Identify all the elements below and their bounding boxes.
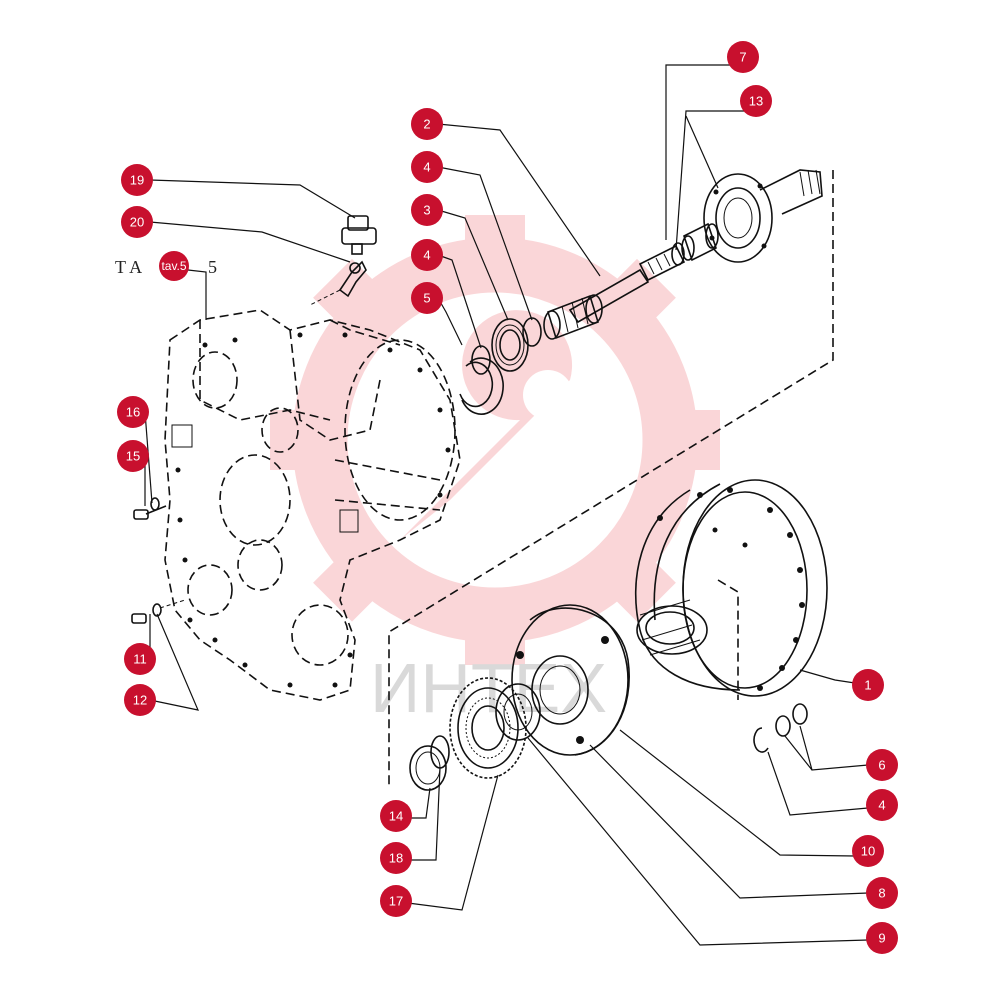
callout-18[interactable]: 18 xyxy=(380,842,412,874)
callout-5[interactable]: 5 xyxy=(411,282,443,314)
callout-11-label: 11 xyxy=(133,652,147,667)
assembly-dashed-line xyxy=(388,170,834,785)
callout-8-label: 8 xyxy=(878,886,885,901)
callout-4-lower-label: 4 xyxy=(878,798,885,813)
callout-16[interactable]: 16 xyxy=(117,396,149,428)
ring-small-a xyxy=(753,727,769,753)
callout-15-label: 15 xyxy=(126,449,140,464)
ref-tag-label: tav.5 xyxy=(161,259,186,273)
callout-5-label: 5 xyxy=(423,291,430,306)
callout-13-label: 13 xyxy=(749,94,763,109)
callout-19-label: 19 xyxy=(130,173,144,188)
callout-4-middle-label: 4 xyxy=(423,248,430,263)
callout-3[interactable]: 3 xyxy=(411,194,443,226)
callout-6-label: 6 xyxy=(878,758,885,773)
callout-11[interactable]: 11 xyxy=(124,643,156,675)
callout-8[interactable]: 8 xyxy=(866,877,898,909)
circlip xyxy=(459,357,504,415)
callout-12-label: 12 xyxy=(133,693,147,708)
callout-20[interactable]: 20 xyxy=(121,206,153,238)
transmission-housing xyxy=(164,309,461,701)
callout-9[interactable]: 9 xyxy=(866,922,898,954)
ring-small-c xyxy=(792,703,808,725)
callout-17-label: 17 xyxy=(389,894,403,909)
callout-14[interactable]: 14 xyxy=(380,800,412,832)
callout-9-label: 9 xyxy=(878,931,885,946)
callout-4-upper-label: 4 xyxy=(423,160,430,175)
callout-20-label: 20 xyxy=(130,215,144,230)
callout-13[interactable]: 13 xyxy=(740,85,772,117)
callout-17[interactable]: 17 xyxy=(380,885,412,917)
stray-label-five: 5 xyxy=(208,257,217,277)
watermark-gear-logo xyxy=(270,215,720,665)
callout-1-label: 1 xyxy=(864,678,871,693)
spacer-ring xyxy=(671,242,685,266)
sleeve xyxy=(681,222,719,262)
callout-7[interactable]: 7 xyxy=(727,41,759,73)
callout-2-label: 2 xyxy=(423,117,430,132)
sensor-plug xyxy=(341,215,377,255)
callout-19[interactable]: 19 xyxy=(121,164,153,196)
callout-7-label: 7 xyxy=(739,50,746,65)
callout-14-label: 14 xyxy=(389,809,403,824)
callout-10[interactable]: 10 xyxy=(852,835,884,867)
callout-15[interactable]: 15 xyxy=(117,440,149,472)
drive-gear xyxy=(449,677,527,779)
callout-3-label: 3 xyxy=(423,203,430,218)
callout-16-label: 16 xyxy=(126,405,140,420)
callout-4-lower[interactable]: 4 xyxy=(866,789,898,821)
callout-4-upper[interactable]: 4 xyxy=(411,151,443,183)
input-shaft xyxy=(543,244,686,340)
bolt-lower xyxy=(131,599,186,624)
callout-12[interactable]: 12 xyxy=(124,684,156,716)
torque-converter xyxy=(634,479,828,700)
watermark-wrench xyxy=(400,310,573,540)
callout-10-label: 10 xyxy=(861,844,875,859)
callout-1[interactable]: 1 xyxy=(852,669,884,701)
bearing xyxy=(491,318,529,372)
callout-2[interactable]: 2 xyxy=(411,108,443,140)
leader-lines xyxy=(144,64,869,946)
ref-tag-badge[interactable]: tav.5 xyxy=(159,251,189,281)
callout-4-middle[interactable]: 4 xyxy=(411,239,443,271)
elbow-fitting xyxy=(309,260,367,306)
callout-6[interactable]: 6 xyxy=(866,749,898,781)
output-flange xyxy=(703,169,823,263)
callout-18-label: 18 xyxy=(389,851,403,866)
snap-ring-upper xyxy=(522,317,542,347)
watermark-gear-body xyxy=(292,237,698,643)
ring-small-b xyxy=(775,715,791,737)
bolt-upper xyxy=(133,497,167,520)
stray-label-ta: T A xyxy=(115,257,142,277)
